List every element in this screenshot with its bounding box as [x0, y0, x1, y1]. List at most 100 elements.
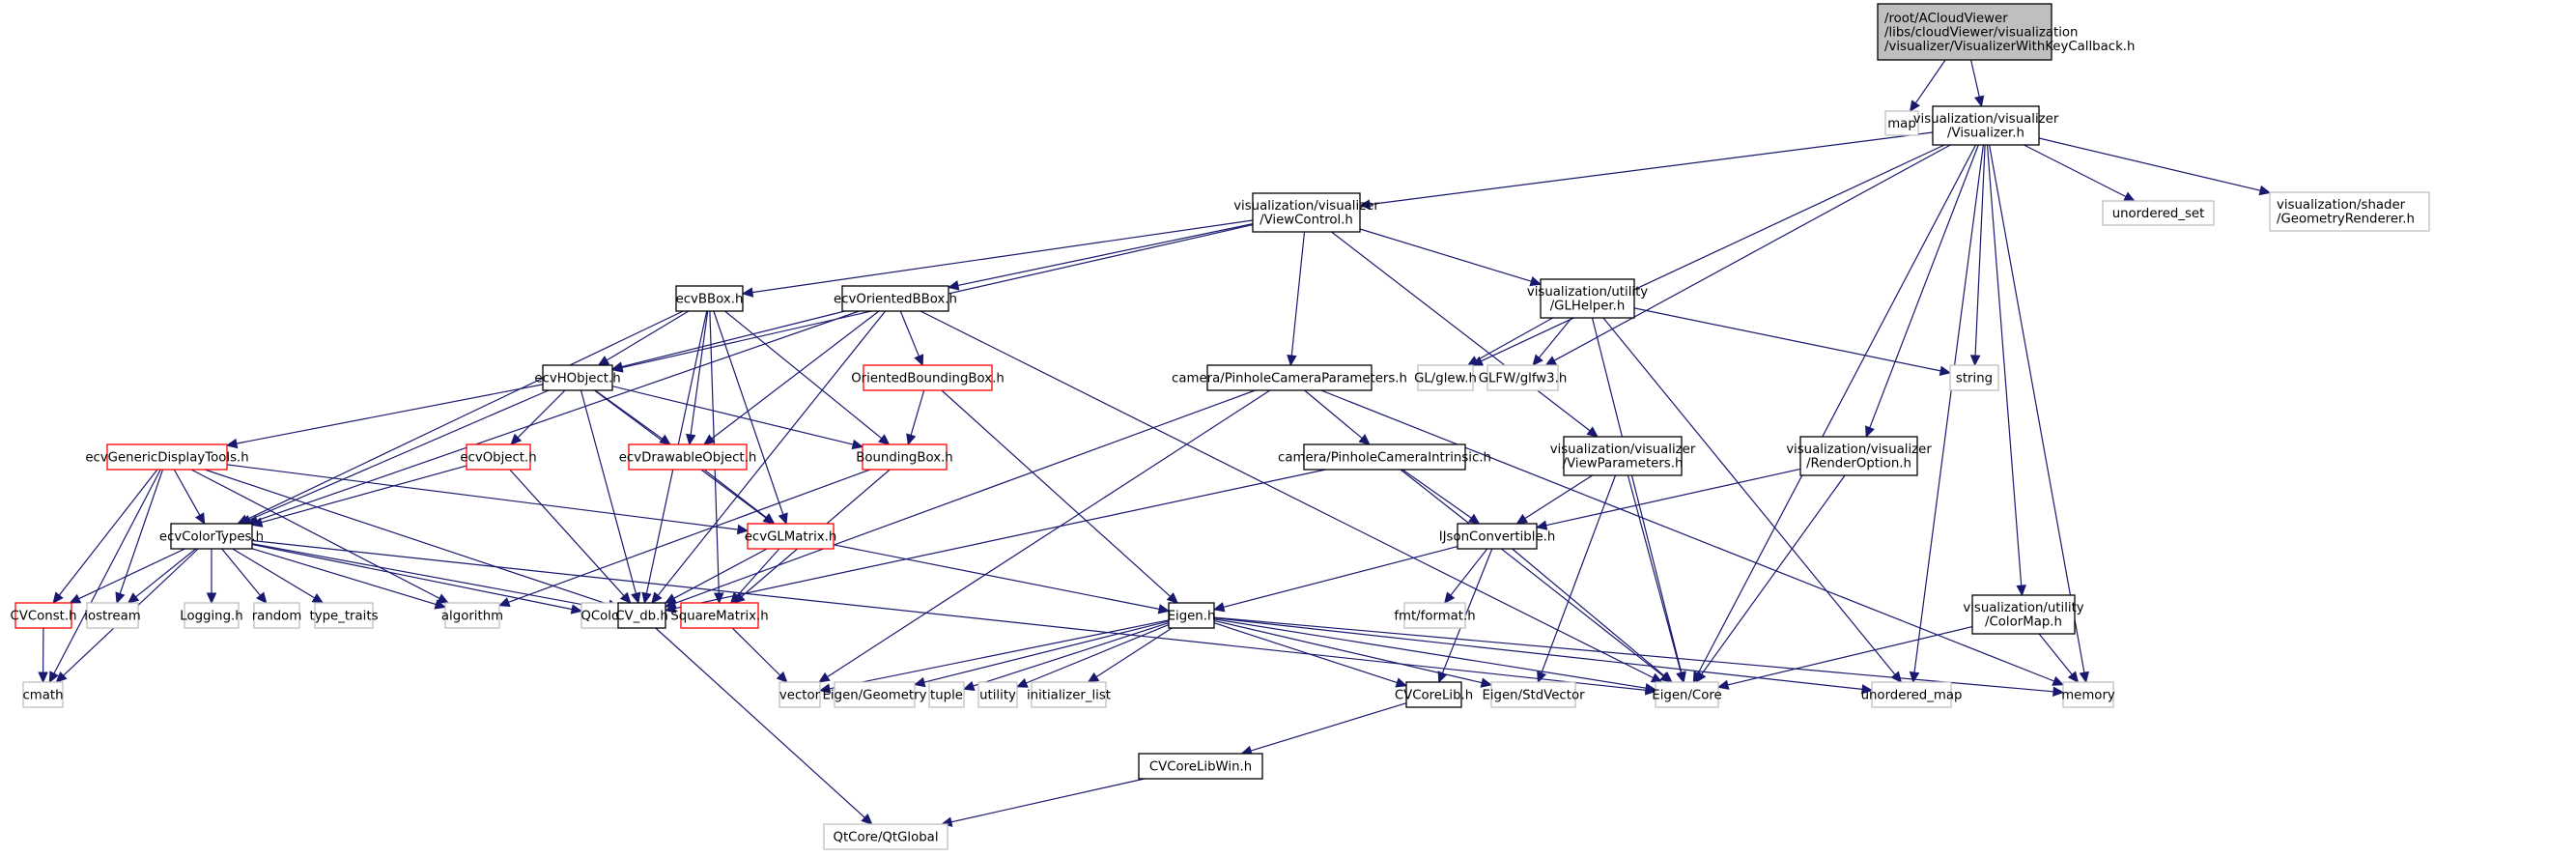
node-boundingbox[interactable]: BoundingBox.h: [856, 443, 953, 471]
arrowhead-icon: [194, 512, 206, 526]
edge-line: [1633, 307, 1941, 372]
edge-line: [1602, 317, 1896, 675]
edge-ecvcolortypes-to-qcolor: [251, 543, 583, 614]
node-root[interactable]: /root/ACloudViewer/libs/cloudViewer/visu…: [1877, 3, 2135, 61]
node-memory: memory: [2061, 681, 2115, 708]
node-viewcontrol[interactable]: visualization/visualizer/ViewControl.h: [1233, 192, 1379, 233]
node-box: [106, 443, 228, 471]
node-viewparameters[interactable]: visualization/visualizer/ViewParameters.…: [1550, 436, 1696, 476]
edge-line: [251, 543, 609, 611]
edge-boundingbox-to-algorithm: [497, 469, 871, 608]
node-cvcorelib[interactable]: CVCoreLib.h: [1395, 681, 1473, 708]
edge-line: [1524, 474, 1594, 520]
node-box: [977, 681, 1018, 708]
node-label: visualization/utility: [1963, 601, 2083, 615]
node-box: [1655, 681, 1719, 708]
node-label: camera/PinholeCameraIntrinsic.h: [1278, 450, 1491, 465]
node-box: [747, 523, 835, 550]
edge-line: [674, 469, 1326, 610]
edge-line: [829, 619, 1170, 690]
node-ecvgenericdisplaytools[interactable]: ecvGenericDisplayTools.h: [85, 443, 249, 471]
node-ecvcolortypes[interactable]: ecvColorTypes.h: [159, 523, 264, 550]
arrowhead-icon: [437, 593, 450, 604]
node-ecvobject[interactable]: ecvObject.h: [460, 443, 537, 471]
edge-ecvcolortypes-to-iostream: [127, 548, 197, 604]
arrowhead-icon: [1087, 671, 1100, 683]
node-renderoption[interactable]: visualization/visualizer/RenderOption.h: [1786, 436, 1932, 476]
edge-line: [923, 620, 1170, 683]
edge-glhelper-to-string: [1633, 307, 1952, 376]
edge-line: [1359, 228, 1532, 282]
edge-line: [1541, 474, 1617, 673]
node-label: cmath: [22, 688, 63, 702]
node-geomrenderer: visualization/shader/GeometryRenderer.h: [2269, 191, 2430, 232]
edge-ecvgenericdisplaytools-to-cv_db: [204, 469, 620, 610]
node-ijsonconvertible[interactable]: IJsonConvertible.h: [1439, 523, 1556, 550]
edge-line: [950, 778, 1146, 823]
edge-line: [1914, 59, 1946, 104]
arrowhead-icon: [686, 433, 696, 446]
node-box: [1949, 364, 1999, 391]
node-orientedboundingbox[interactable]: OrientedBoundingBox.h: [851, 364, 1005, 391]
node-ecvglmatrix[interactable]: ecvGLMatrix.h: [745, 523, 837, 550]
edge-line: [1701, 474, 1846, 675]
node-label: ecvDrawableObject.h: [619, 450, 757, 465]
edge-ecvcolortypes-to-cvconst: [69, 548, 185, 604]
edge-visualizer-to-renderoption: [1865, 144, 1979, 439]
arrowhead-icon: [641, 591, 652, 605]
node-visualizer[interactable]: visualization/visualizer/Visualizer.h: [1913, 105, 2059, 146]
edge-line: [1213, 616, 2054, 693]
node-ecvdrawableobject[interactable]: ecvDrawableObject.h: [619, 443, 757, 471]
node-label: ecvBBox.h: [676, 292, 744, 306]
node-box: [1871, 681, 1952, 708]
node-colormap[interactable]: visualization/utility/ColorMap.h: [1963, 594, 2084, 635]
arrowhead-icon: [1529, 276, 1543, 287]
edge-line: [1627, 474, 1682, 673]
arrowhead-icon: [1537, 671, 1547, 684]
edge-visualizer-to-glew: [1471, 144, 1945, 366]
edge-line: [674, 389, 1256, 605]
edge-line: [673, 548, 768, 599]
node-cvcorelibwin[interactable]: CVCoreLibWin.h: [1138, 753, 1263, 780]
edge-ecvhobject-to-ecvobject: [510, 389, 566, 445]
edge-ecvbbox-to-ecvhobject: [597, 310, 690, 366]
edge-line: [1913, 144, 1984, 673]
edge-line: [248, 389, 550, 521]
edge-line: [1401, 469, 1472, 519]
edge-pinholeparams-to-pinholeintrinsic: [1304, 389, 1371, 445]
arrowhead-icon: [1532, 354, 1543, 366]
arrowhead-icon: [906, 433, 917, 446]
arrowhead-icon: [1865, 425, 1875, 439]
node-eigen[interactable]: Eigen.h: [1168, 602, 1216, 629]
node-label: /Visualizer.h: [1947, 127, 2024, 141]
edge-line: [1986, 144, 2023, 586]
edge-ecvgenericdisplaytools-to-algorithm: [190, 469, 450, 604]
edge-line: [1989, 144, 2085, 673]
edge-line: [232, 548, 316, 599]
arrowhead-icon: [497, 597, 511, 608]
edge-eigen-to-eigencore: [1213, 618, 1657, 694]
arrowhead-icon: [851, 439, 864, 450]
edge-line: [1213, 622, 1398, 684]
node-box: [778, 681, 821, 708]
arrowhead-icon: [610, 361, 624, 372]
node-squarematrix[interactable]: SquareMatrix.h: [670, 602, 769, 629]
node-ecvorientedbbox[interactable]: ecvOrientedBBox.h: [834, 285, 957, 312]
node-box: [675, 285, 744, 312]
arrowhead-icon: [225, 438, 239, 449]
node-pinholeparams[interactable]: camera/PinholeCameraParameters.h: [1172, 364, 1407, 391]
nodes-layer: /root/ACloudViewer/libs/cloudViewer/visu…: [10, 3, 2430, 850]
node-cv_db[interactable]: CV_db.h: [615, 602, 668, 629]
arrowhead-icon: [2079, 671, 2089, 684]
node-cvconst[interactable]: CVConst.h: [10, 602, 77, 629]
node-glhelper[interactable]: visualization/utility/GLHelper.h: [1527, 278, 1648, 319]
node-label: visualization/utility: [1527, 285, 1648, 300]
edge-eigen-to-initializer_list: [1087, 627, 1173, 683]
edge-eigen-to-tuple: [962, 622, 1170, 691]
node-box: [14, 602, 72, 629]
edge-line: [1545, 468, 1801, 527]
node-ecvhobject[interactable]: ecvHObject.h: [534, 364, 621, 391]
node-pinholeintrinsic[interactable]: camera/PinholeCameraIntrinsic.h: [1278, 443, 1491, 471]
arrowhead-icon: [1650, 672, 1663, 683]
node-ecvbbox[interactable]: ecvBBox.h: [675, 285, 744, 312]
